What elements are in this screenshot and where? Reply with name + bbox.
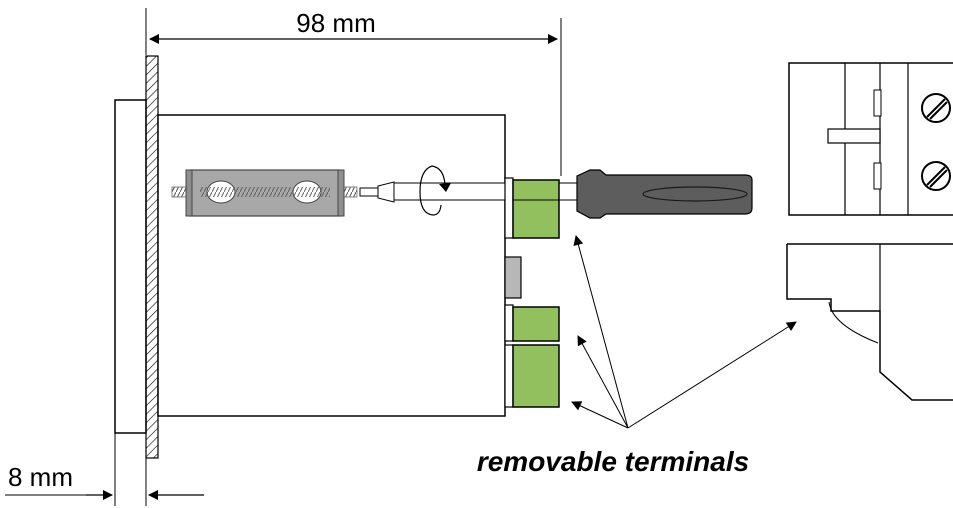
terminal-bottom — [512, 344, 560, 408]
caption-removable-terminals: removable terminals — [477, 446, 749, 477]
screwdriver-handle — [576, 169, 753, 219]
bracket-end-left — [185, 169, 193, 217]
screwdriver-tip — [359, 187, 379, 197]
rotation-arc — [419, 165, 442, 216]
terminal-block-bottom — [504, 344, 560, 408]
threaded-rod-visible — [200, 187, 330, 197]
terminal-pointer-arrows — [571, 235, 797, 429]
connector-gray — [504, 256, 522, 299]
slotted-screw-icon — [921, 161, 951, 191]
terminal-block-top — [504, 177, 560, 239]
panel-dimension: 8 mm — [5, 433, 204, 506]
mounting-panel — [145, 55, 159, 459]
rotation-arrow-icon — [419, 165, 451, 216]
terminal-detail-top — [788, 62, 953, 216]
bracket-end-right — [337, 169, 345, 217]
terminal-block-middle — [504, 304, 560, 342]
terminal-detail-socket — [786, 243, 953, 401]
handle-highlight — [642, 186, 748, 202]
rotation-arc-back — [431, 165, 446, 186]
terminal-top — [512, 179, 560, 239]
instrument-housing — [157, 114, 506, 417]
terminal-middle — [512, 306, 560, 342]
rotation-arrowhead — [439, 183, 451, 192]
depth-dimension-label: 98 mm — [296, 8, 375, 38]
panel-dimension-label: 8 mm — [8, 462, 73, 492]
depth-dimension: 98 mm — [145, 8, 562, 176]
slotted-screw-icon — [921, 93, 951, 123]
mounting-bracket — [171, 169, 358, 217]
front-bezel — [114, 99, 147, 434]
screwdriver-blade-taper — [377, 181, 395, 203]
